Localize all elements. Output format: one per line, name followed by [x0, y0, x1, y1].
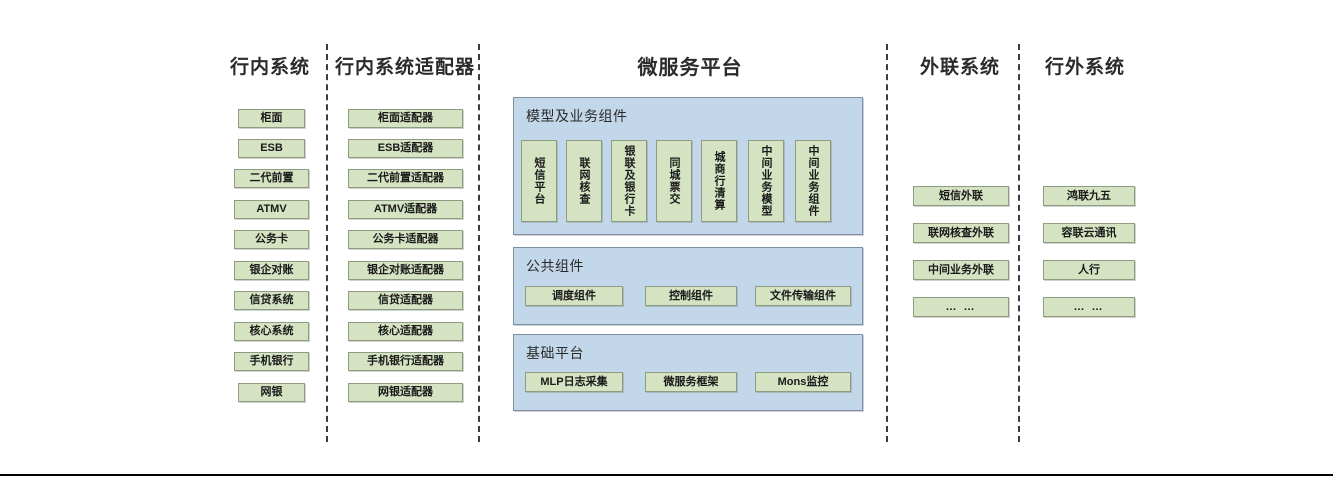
- node-outside-bank[interactable]: 鸿联九五: [1043, 186, 1135, 206]
- node-external-link[interactable]: 短信外联: [913, 186, 1009, 206]
- node-public-component[interactable]: 调度组件: [525, 286, 623, 306]
- node-bank-internal[interactable]: 网银: [238, 383, 305, 402]
- node-public-component[interactable]: 控制组件: [645, 286, 737, 306]
- node-model-component[interactable]: 中间业务组件: [795, 140, 831, 222]
- node-adapter[interactable]: 二代前置适配器: [348, 169, 463, 188]
- node-adapter[interactable]: ATMV适配器: [348, 200, 463, 219]
- node-adapter[interactable]: ESB适配器: [348, 139, 463, 158]
- node-bank-internal[interactable]: 柜面: [238, 109, 305, 128]
- divider-platform-external: [886, 44, 888, 442]
- column-header-bank-internal: 行内系统: [229, 57, 310, 78]
- node-bank-internal[interactable]: 二代前置: [234, 169, 309, 188]
- node-model-component[interactable]: 同城票交: [656, 140, 692, 222]
- node-outside-bank[interactable]: 容联云通讯: [1043, 223, 1135, 243]
- node-base-platform-component[interactable]: Mons监控: [755, 372, 851, 392]
- node-bank-internal[interactable]: 公务卡: [234, 230, 309, 249]
- node-bank-internal[interactable]: 核心系统: [234, 322, 309, 341]
- column-header-outside-bank: 行外系统: [1044, 57, 1125, 78]
- node-bank-internal[interactable]: ATMV: [234, 200, 309, 219]
- node-bank-internal[interactable]: ESB: [238, 139, 305, 158]
- divider-adapters-platform: [478, 44, 480, 442]
- divider-external-outside: [1018, 44, 1020, 442]
- node-outside-bank[interactable]: … …: [1043, 297, 1135, 317]
- node-model-component[interactable]: 银联及银行卡: [611, 140, 647, 222]
- node-adapter[interactable]: 核心适配器: [348, 322, 463, 341]
- node-adapter[interactable]: 信贷适配器: [348, 291, 463, 310]
- node-adapter[interactable]: 手机银行适配器: [348, 352, 463, 371]
- node-adapter[interactable]: 网银适配器: [348, 383, 463, 402]
- column-header-platform: 微服务平台: [637, 57, 743, 79]
- node-external-link[interactable]: … …: [913, 297, 1009, 317]
- panel-title-base-platform: 基础平台: [526, 345, 584, 361]
- node-adapter[interactable]: 柜面适配器: [348, 109, 463, 128]
- node-model-component[interactable]: 短信平台: [521, 140, 557, 222]
- panel-title-public-components: 公共组件: [526, 258, 584, 274]
- node-bank-internal[interactable]: 手机银行: [234, 352, 309, 371]
- column-header-external-link: 外联系统: [919, 57, 1000, 78]
- node-model-component[interactable]: 城商行清算: [701, 140, 737, 222]
- node-base-platform-component[interactable]: 微服务框架: [645, 372, 737, 392]
- node-model-component[interactable]: 中间业务模型: [748, 140, 784, 222]
- node-outside-bank[interactable]: 人行: [1043, 260, 1135, 280]
- panel-title-model-business-components: 模型及业务组件: [526, 108, 628, 124]
- bottom-border-rule: [0, 474, 1333, 476]
- divider-internal-adapters: [326, 44, 328, 442]
- column-header-adapters: 行内系统适配器: [335, 57, 476, 78]
- node-model-component[interactable]: 联网核查: [566, 140, 602, 222]
- node-public-component[interactable]: 文件传输组件: [755, 286, 851, 306]
- node-adapter[interactable]: 公务卡适配器: [348, 230, 463, 249]
- node-base-platform-component[interactable]: MLP日志采集: [525, 372, 623, 392]
- node-external-link[interactable]: 中间业务外联: [913, 260, 1009, 280]
- node-bank-internal[interactable]: 信贷系统: [234, 291, 309, 310]
- node-bank-internal[interactable]: 银企对账: [234, 261, 309, 280]
- node-adapter[interactable]: 银企对账适配器: [348, 261, 463, 280]
- node-external-link[interactable]: 联网核查外联: [913, 223, 1009, 243]
